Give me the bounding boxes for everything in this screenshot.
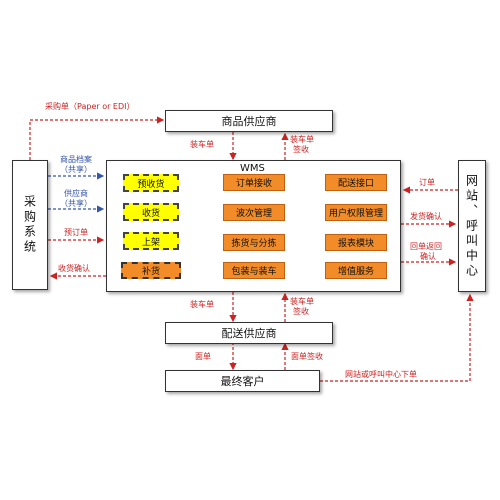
label-shared-2: （共享） — [60, 199, 92, 208]
label-sign-top-2: 签收 — [293, 145, 309, 154]
edge-purchase-order — [29, 116, 165, 160]
edge-web-order — [320, 293, 474, 382]
procurement-system-label: 采购系统 — [22, 195, 37, 255]
module-wave-management: 波次管理 — [223, 204, 285, 221]
label-ship-confirm: 发货确认 — [410, 212, 442, 221]
label-pre-order: 预订单 — [64, 228, 88, 237]
module-replenish: 补货 — [121, 262, 181, 279]
label-sign-bottom-1: 装车单 — [290, 297, 314, 306]
website-call-center-node: 网站、呼叫中心 — [458, 160, 486, 292]
label-return-confirm-1: 回单返回 — [410, 242, 442, 251]
label-purchase-order: 采购单（Paper or EDI） — [45, 102, 135, 111]
label-shared-1: （共享） — [60, 165, 92, 174]
wms-title: WMS — [240, 163, 265, 174]
label-loading-bottom: 装车单 — [190, 300, 214, 309]
supplier-label: 商品供应商 — [221, 115, 277, 128]
module-receive: 收货 — [123, 203, 179, 221]
website-call-center-label: 网站、呼叫中心 — [464, 173, 479, 279]
label-sign-bottom-2: 签收 — [293, 307, 309, 316]
delivery-supplier-label: 配送供应商 — [221, 327, 277, 340]
supplier-node: 商品供应商 — [165, 110, 333, 132]
label-loading-top: 装车单 — [190, 140, 214, 149]
module-user-permission: 用户权限管理 — [325, 204, 387, 221]
module-order-receive: 订单接收 — [223, 174, 285, 191]
label-face-bill-sign: 面单签收 — [291, 352, 323, 361]
label-order: 订单 — [419, 178, 435, 187]
procurement-system-node: 采购系统 — [12, 160, 48, 290]
module-packing-loading: 包装与装车 — [223, 262, 285, 279]
module-value-added: 增值服务 — [325, 262, 387, 279]
label-return-confirm-2: 确认 — [420, 252, 436, 261]
module-picking-sorting: 拣货与分拣 — [223, 234, 285, 251]
label-product-archive: 商品档案 — [60, 155, 92, 164]
label-sign-top-1: 装车单 — [290, 135, 314, 144]
end-customer-node: 最终客户 — [165, 370, 320, 392]
module-pre-receive: 预收货 — [123, 174, 179, 192]
delivery-supplier-node: 配送供应商 — [165, 322, 333, 344]
label-supplier-info: 供应商 — [64, 189, 88, 198]
module-reports: 报表模块 — [325, 234, 387, 251]
label-face-bill: 面单 — [195, 352, 211, 361]
module-put-away: 上架 — [123, 232, 179, 250]
end-customer-label: 最终客户 — [220, 375, 265, 388]
module-delivery-interface: 配送接口 — [325, 174, 387, 191]
label-web-order: 网站或呼叫中心下单 — [345, 370, 417, 379]
label-receipt-confirm: 收货确认 — [58, 264, 90, 273]
